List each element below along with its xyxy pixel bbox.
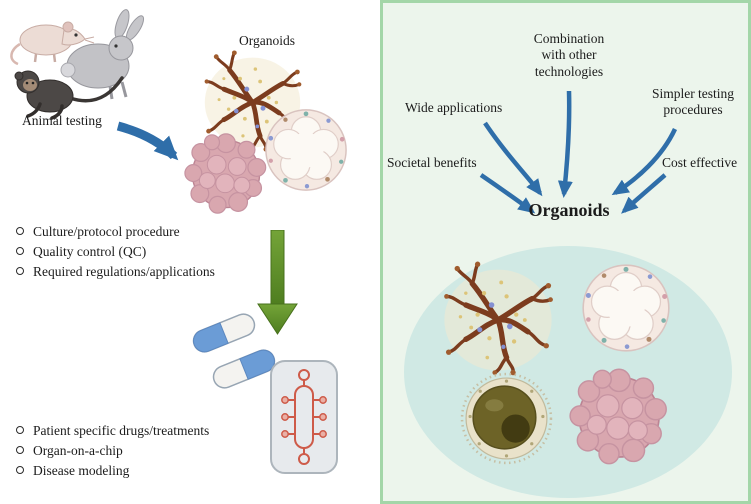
bullet-icon xyxy=(16,246,24,255)
list-item: Patient specific drugs/treatments xyxy=(10,423,310,439)
benefit-label-wide-applications: Wide applications xyxy=(405,100,503,115)
list-item-label: Quality control (QC) xyxy=(33,243,147,259)
list-item-label: Culture/protocol procedure xyxy=(33,224,180,239)
right-panel: Combination with other technologies Wide… xyxy=(380,0,751,504)
benefit-label-simpler-testing: Simpler testing procedures xyxy=(651,86,735,118)
organoids-title: Organoids xyxy=(528,200,610,220)
regulatory-list: Culture/protocol procedure Quality contr… xyxy=(10,224,300,284)
rat-illustration xyxy=(10,21,95,66)
benefit-label-societal-benefits: Societal benefits xyxy=(387,155,477,170)
tumor-organoid-illustration xyxy=(184,133,267,214)
list-item: Culture/protocol procedure xyxy=(10,224,300,240)
capsules-illustration xyxy=(192,313,276,389)
bullet-icon xyxy=(16,266,24,275)
cystic-organoid-illustration xyxy=(582,264,670,352)
bullet-icon xyxy=(16,445,24,454)
brain-organoid-illustration xyxy=(460,372,553,465)
applications-list: Patient specific drugs/treatments Organ-… xyxy=(10,423,310,483)
bullet-icon xyxy=(16,465,24,474)
converging-arrows-icon xyxy=(479,90,678,214)
bullet-icon xyxy=(16,426,24,434)
list-item-label: Organ-on-a-chip xyxy=(33,442,123,458)
list-item: Disease modeling xyxy=(10,463,310,479)
green-down-arrow-icon xyxy=(257,230,298,335)
animals-illustration xyxy=(10,9,145,120)
list-item-label: Disease modeling xyxy=(33,462,130,478)
animal-testing-label: Animal testing xyxy=(22,113,102,128)
list-item-label: Required regulations/applications xyxy=(33,263,215,279)
list-item: Quality control (QC) xyxy=(10,244,300,260)
organ-on-chip-illustration xyxy=(270,360,338,474)
list-item: Required regulations/applications xyxy=(10,264,300,280)
benefit-label-cost-effective: Cost effective xyxy=(662,155,738,170)
cystic-organoid-illustration xyxy=(265,109,347,191)
branching-organoid-illustration xyxy=(444,261,553,376)
list-item: Organ-on-a-chip xyxy=(10,443,310,459)
rabbit-illustration xyxy=(60,9,145,100)
arrow-animals-to-organoids-icon xyxy=(116,121,179,161)
bullet-icon xyxy=(16,227,24,235)
list-item-label: Patient specific drugs/treatments xyxy=(33,423,210,438)
benefit-label-combination: Combination with other technologies xyxy=(533,31,605,79)
tumor-organoid-illustration xyxy=(569,368,667,465)
organoids-label: Organoids xyxy=(239,33,295,48)
left-panel: Animal testing Organoids xyxy=(10,9,347,483)
monkey-illustration xyxy=(14,70,124,120)
